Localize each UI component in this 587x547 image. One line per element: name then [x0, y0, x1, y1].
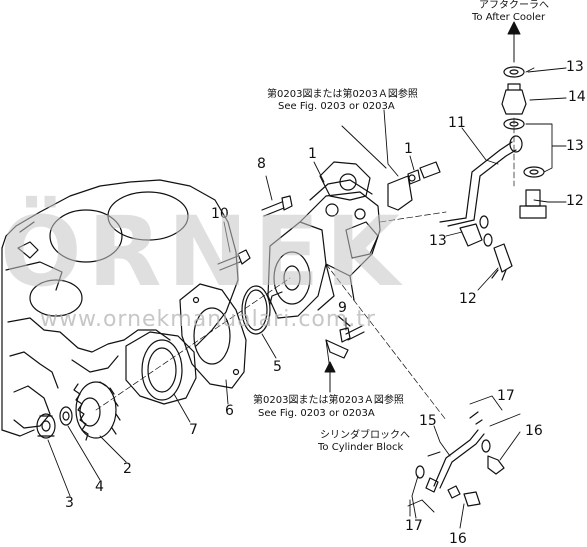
callout-12-lower: 12: [459, 291, 477, 307]
callout-6: 6: [225, 403, 234, 419]
gear-housing-part-7: [125, 331, 197, 405]
fitting-bolts-top: [407, 161, 441, 185]
callout-5: 5: [273, 359, 282, 375]
callout-16-right: 16: [525, 423, 543, 439]
engine-block: [1, 179, 239, 437]
callout-1-top: 1: [404, 141, 413, 157]
callout-16-bottom: 16: [449, 531, 467, 547]
note-fig-ref-mid-en: See Fig. 0203 or 0203A: [258, 408, 375, 419]
drive-gear-part-2: [73, 381, 121, 441]
note-after-cooler-jp: アフタクーラへ: [479, 0, 549, 11]
note-fig-ref-top-jp: 第0203図または第0203Ａ図参照: [267, 89, 418, 100]
callout-11: 11: [448, 115, 466, 131]
bolt-part-10: [217, 249, 251, 271]
leader-lines: [47, 67, 567, 529]
elbow-fitting-part-12: [491, 243, 513, 281]
direction-arrows: [324, 21, 521, 457]
callout-14: 14: [568, 89, 586, 105]
note-fig-ref-mid-jp: 第0203図または第0203Ａ図参照: [253, 395, 404, 406]
callout-13-hose: 13: [429, 233, 447, 249]
callout-10: 10: [211, 206, 229, 222]
nut-part-3: [36, 413, 56, 439]
callout-12-right: 12: [566, 193, 584, 209]
callout-17-bottom: 17: [405, 518, 423, 534]
callout-13-right: 13: [566, 138, 584, 154]
note-after-cooler-en: To After Cooler: [472, 12, 546, 23]
callout-15: 15: [419, 413, 437, 429]
callout-4: 4: [95, 479, 104, 495]
note-cyl-block-en: To Cylinder Block: [318, 442, 404, 453]
center-lines: [95, 117, 515, 421]
gasket-part-6: [179, 283, 247, 389]
callout-3: 3: [65, 495, 74, 511]
callout-1-compressor: 1: [308, 146, 317, 162]
hose-joint-part-13: [459, 215, 493, 247]
cylinder-pipe-part-15: [425, 429, 485, 493]
callout-7: 7: [189, 422, 198, 438]
after-cooler-fittings: [501, 66, 547, 219]
bolt-part-8: [261, 195, 293, 217]
air-compressor-part-1: [267, 161, 381, 319]
lower-fittings: [415, 411, 505, 507]
callout-17-right: 17: [497, 388, 515, 404]
bolt-part-9: [339, 325, 365, 343]
mount-bracket: [325, 175, 413, 359]
note-fig-ref-top-en: See Fig. 0203 or 0203A: [278, 101, 395, 112]
callout-2: 2: [123, 461, 132, 477]
o-ring-part-5: [241, 285, 271, 335]
washer-part-4: [59, 406, 73, 426]
grouping-brackets: [407, 395, 503, 517]
callout-9: 9: [338, 300, 347, 316]
callout-13-top: 13: [566, 59, 584, 75]
air-pipe-part-11: [439, 135, 523, 227]
note-cyl-block-jp: シリンダブロックへ: [320, 430, 410, 441]
callout-8: 8: [257, 156, 266, 172]
